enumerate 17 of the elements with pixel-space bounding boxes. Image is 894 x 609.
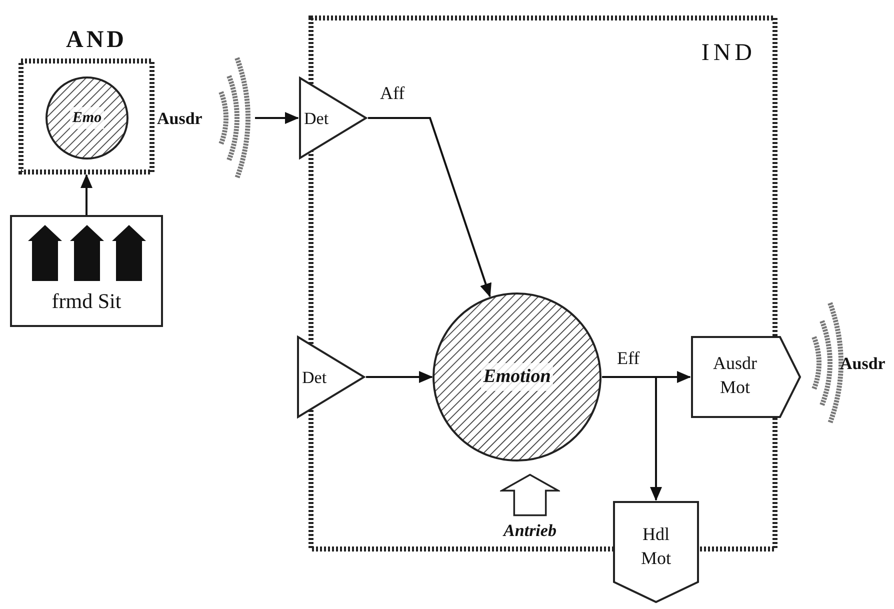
group-heading: AND xyxy=(66,26,127,55)
node-label: Hdl Mot xyxy=(640,523,672,570)
node-label: Emotion xyxy=(481,362,553,392)
arrow xyxy=(366,371,433,383)
arrow xyxy=(602,376,662,501)
node-label: Ausdr Mot xyxy=(712,352,758,399)
node-label: frmd Sit xyxy=(50,288,122,314)
node-label: Emo xyxy=(70,106,104,130)
node-label: Det xyxy=(304,108,329,130)
signal-label: Ausdr xyxy=(840,353,886,375)
group-heading: IND xyxy=(701,39,756,68)
arrow xyxy=(368,117,492,298)
node-label: Antrieb xyxy=(502,520,558,542)
arrow xyxy=(80,174,92,215)
signal-label: Ausdr xyxy=(157,108,202,130)
node-label: Det xyxy=(302,367,327,389)
arrow xyxy=(255,112,299,124)
